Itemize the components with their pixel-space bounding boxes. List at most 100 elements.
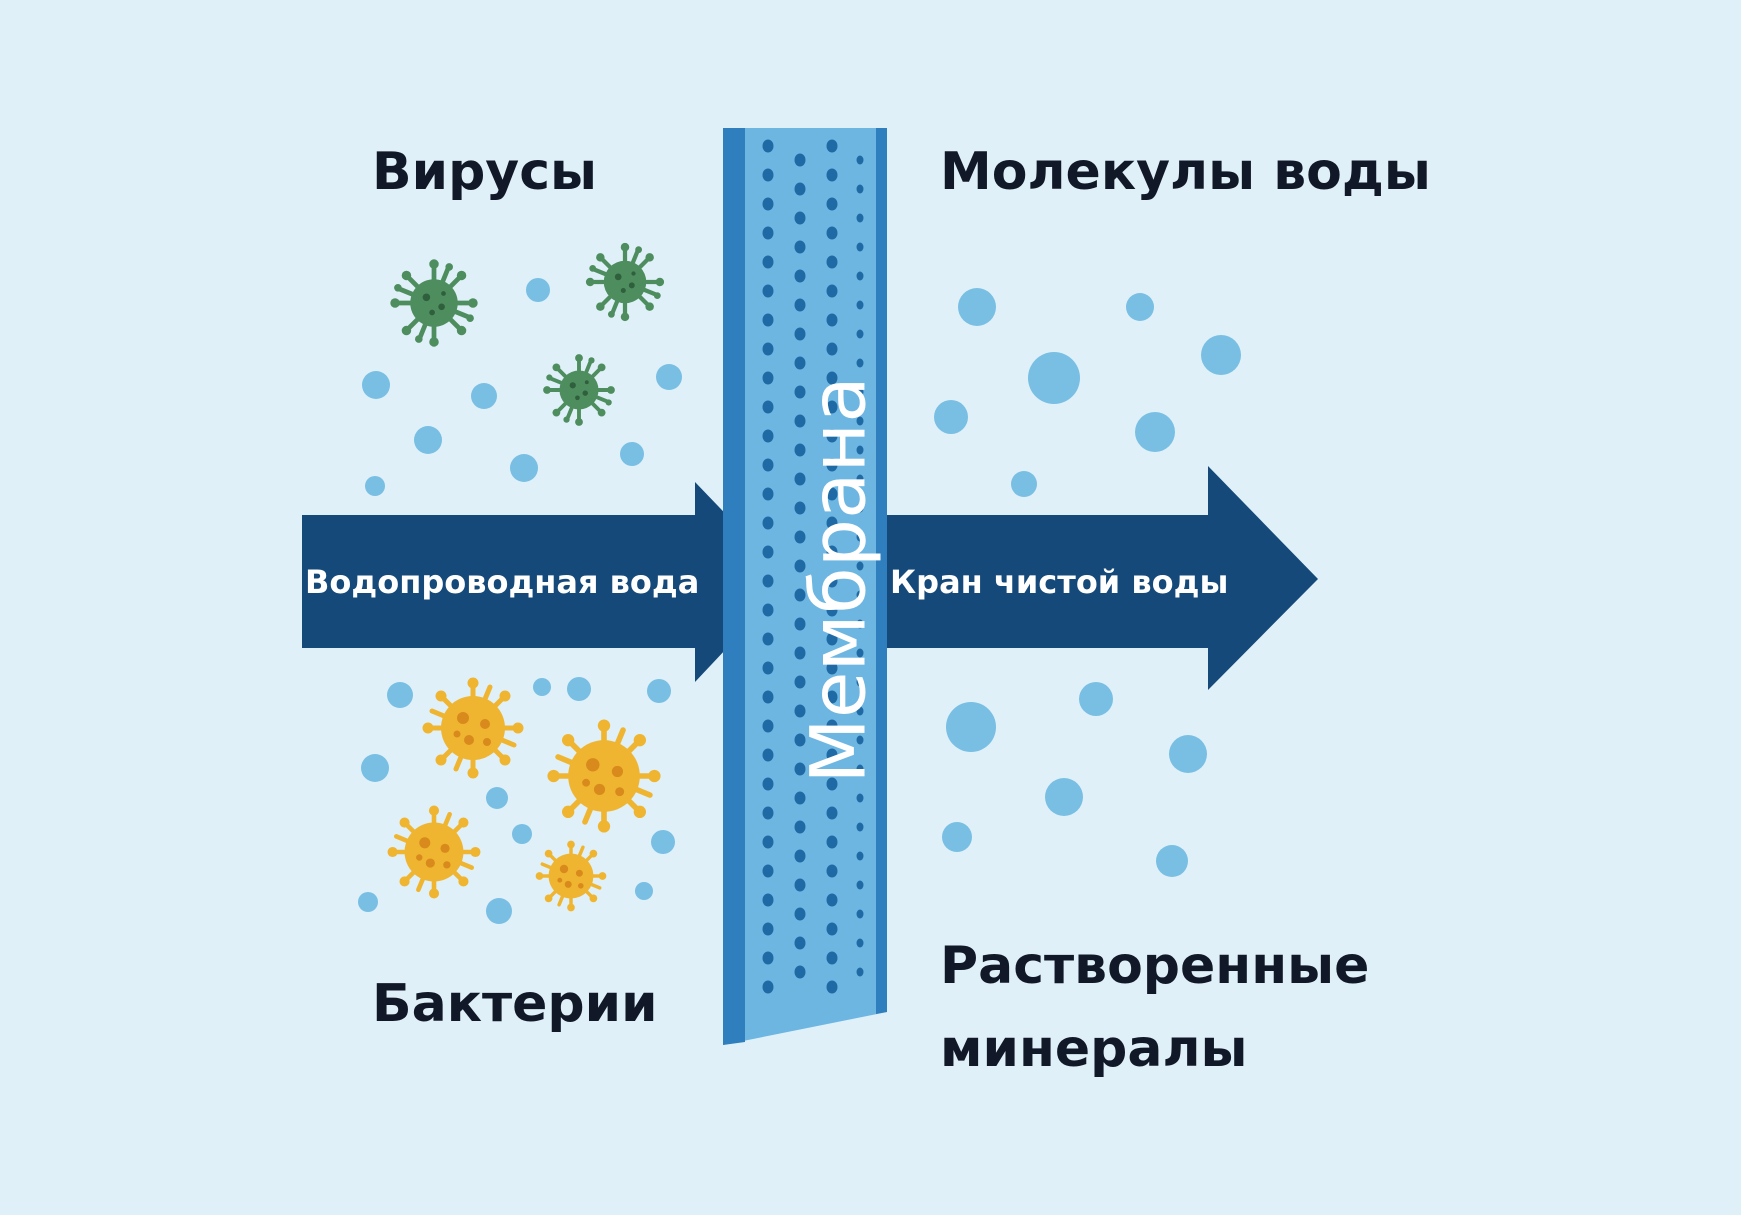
membrane-pore [856, 735, 864, 745]
water-drop-icon [526, 278, 550, 302]
membrane-pore [762, 284, 774, 298]
membrane-pore [826, 226, 838, 240]
membrane-pore [856, 184, 864, 194]
water-drop-icon [387, 682, 413, 708]
bacteria-icon [547, 719, 660, 832]
membrane-pore [794, 472, 806, 486]
membrane-pore [762, 748, 774, 762]
membrane-pore [856, 822, 864, 832]
bacteria-label: Бактерии [372, 974, 658, 1034]
membrane-pore [856, 590, 864, 600]
membrane-pore [826, 255, 838, 269]
dissolved-minerals-label: Растворенные минералы [940, 936, 1370, 1080]
membrane-pore [826, 661, 838, 675]
membrane-pore [856, 532, 864, 542]
water-drop-icon [510, 454, 538, 482]
water-drop-icon [1156, 845, 1188, 877]
membrane-pore [762, 632, 774, 646]
membrane-pore [856, 619, 864, 629]
clean-water-tap-label: Кран чистой воды [890, 563, 1229, 601]
membrane-pore [856, 793, 864, 803]
membrane-pore [762, 864, 774, 878]
water-drop-icon [1028, 352, 1080, 404]
water-molecules-label: Молекулы воды [940, 142, 1431, 202]
membrane-label: Мембрана [793, 376, 883, 784]
membrane-pore [794, 240, 806, 254]
membrane-pore [856, 271, 864, 281]
water-drop-icon [946, 702, 996, 752]
membrane-pore [794, 559, 806, 573]
water-drop-icon [620, 442, 644, 466]
membrane-pore [762, 429, 774, 443]
membrane-pore [856, 503, 864, 513]
viruses-label: Вирусы [372, 142, 598, 202]
membrane-pore [794, 617, 806, 631]
membrane-pore [826, 980, 838, 994]
membrane-pore [826, 429, 838, 443]
membrane-pore [826, 777, 838, 791]
membrane-pore [856, 938, 864, 948]
membrane-pore [856, 387, 864, 397]
membrane-pore [794, 675, 806, 689]
membrane-pore [856, 851, 864, 861]
water-drop-icon [651, 830, 675, 854]
water-molecules [934, 288, 1241, 497]
water-drop-icon [942, 822, 972, 852]
water-drop-icon [362, 371, 390, 399]
membrane-pore [826, 458, 838, 472]
virus-icon [541, 352, 617, 428]
membrane-pore [762, 516, 774, 530]
water-drop-icon [486, 787, 508, 809]
membrane-pore [794, 385, 806, 399]
membrane-pore [856, 880, 864, 890]
membrane-pore [794, 501, 806, 515]
membrane-pore [826, 951, 838, 965]
membrane-pore [762, 806, 774, 820]
membrane-pore [762, 574, 774, 588]
membrane-pore [856, 967, 864, 977]
water-drop-icon [1011, 471, 1037, 497]
membrane-pore [762, 139, 774, 153]
water-drop-icon [533, 678, 551, 696]
membrane-pore [794, 588, 806, 602]
membrane-pore [826, 342, 838, 356]
membrane-pore [826, 922, 838, 936]
membrane-pore [762, 371, 774, 385]
water-drop-icon [512, 824, 532, 844]
membrane-pore [794, 878, 806, 892]
membrane-pore [826, 139, 838, 153]
membrane-pore [856, 648, 864, 658]
membrane-pore [794, 182, 806, 196]
membrane-pore [856, 300, 864, 310]
membrane-pore [856, 764, 864, 774]
membrane-pore [826, 603, 838, 617]
membrane-pore [826, 197, 838, 211]
membrane-pores [762, 139, 864, 994]
membrane-pore [762, 400, 774, 414]
membrane-pore [856, 242, 864, 252]
virus-icon [390, 259, 477, 346]
water-drop-icon [365, 476, 385, 496]
membrane-pore [794, 820, 806, 834]
water-drop-icon [635, 882, 653, 900]
water-drop-icon [414, 426, 442, 454]
water-drop-icon [934, 400, 968, 434]
membrane-pore [762, 893, 774, 907]
membrane-pore [794, 530, 806, 544]
membrane-pore [762, 661, 774, 675]
outflow-arrow [880, 466, 1318, 690]
membrane-pore [794, 907, 806, 921]
membrane-pore [794, 704, 806, 718]
membrane-pore [762, 835, 774, 849]
membrane-pore [826, 516, 838, 530]
bacteria-icon [533, 838, 609, 914]
membrane-pore [762, 487, 774, 501]
membrane-pore [826, 748, 838, 762]
membrane-pore [762, 342, 774, 356]
membrane-pore [762, 197, 774, 211]
membrane-pore [826, 371, 838, 385]
dissolved-minerals [942, 682, 1207, 877]
inflow-arrow [302, 482, 790, 682]
membrane-pore [826, 284, 838, 298]
